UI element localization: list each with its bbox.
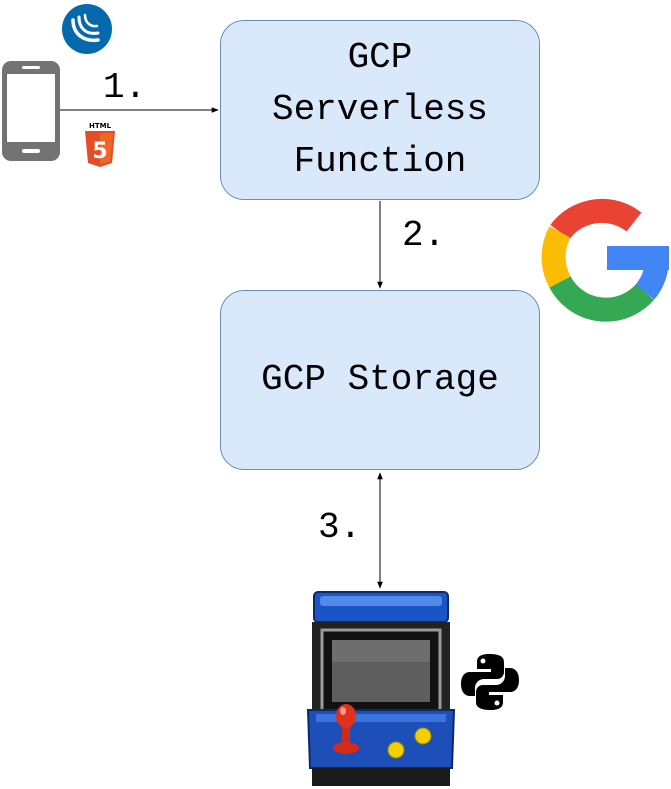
python-icon — [461, 654, 519, 710]
google-g-icon — [541, 198, 669, 322]
jquery-icon — [62, 4, 112, 54]
storage-label: GCP Storage — [261, 359, 499, 400]
arcade-cabinet-icon — [306, 591, 456, 786]
serverless-function-box[interactable]: GCP Serverless Function — [220, 20, 540, 200]
html5-icon: HTML 5 — [85, 122, 115, 167]
smartphone-icon — [2, 61, 60, 161]
storage-box[interactable]: GCP Storage — [220, 290, 540, 470]
function-label-line-3: Function — [293, 141, 467, 182]
function-label-line-1: GCP — [347, 37, 413, 78]
step-label-3: 3. — [318, 507, 362, 548]
serverless-function-label: GCP Serverless Function — [272, 32, 488, 188]
html5-digit: 5 — [92, 139, 107, 164]
step-label-2: 2. — [402, 215, 446, 256]
step-label-1: 1. — [103, 67, 147, 108]
html5-badge-text: HTML — [89, 122, 112, 130]
function-label-line-2: Serverless — [271, 89, 489, 130]
